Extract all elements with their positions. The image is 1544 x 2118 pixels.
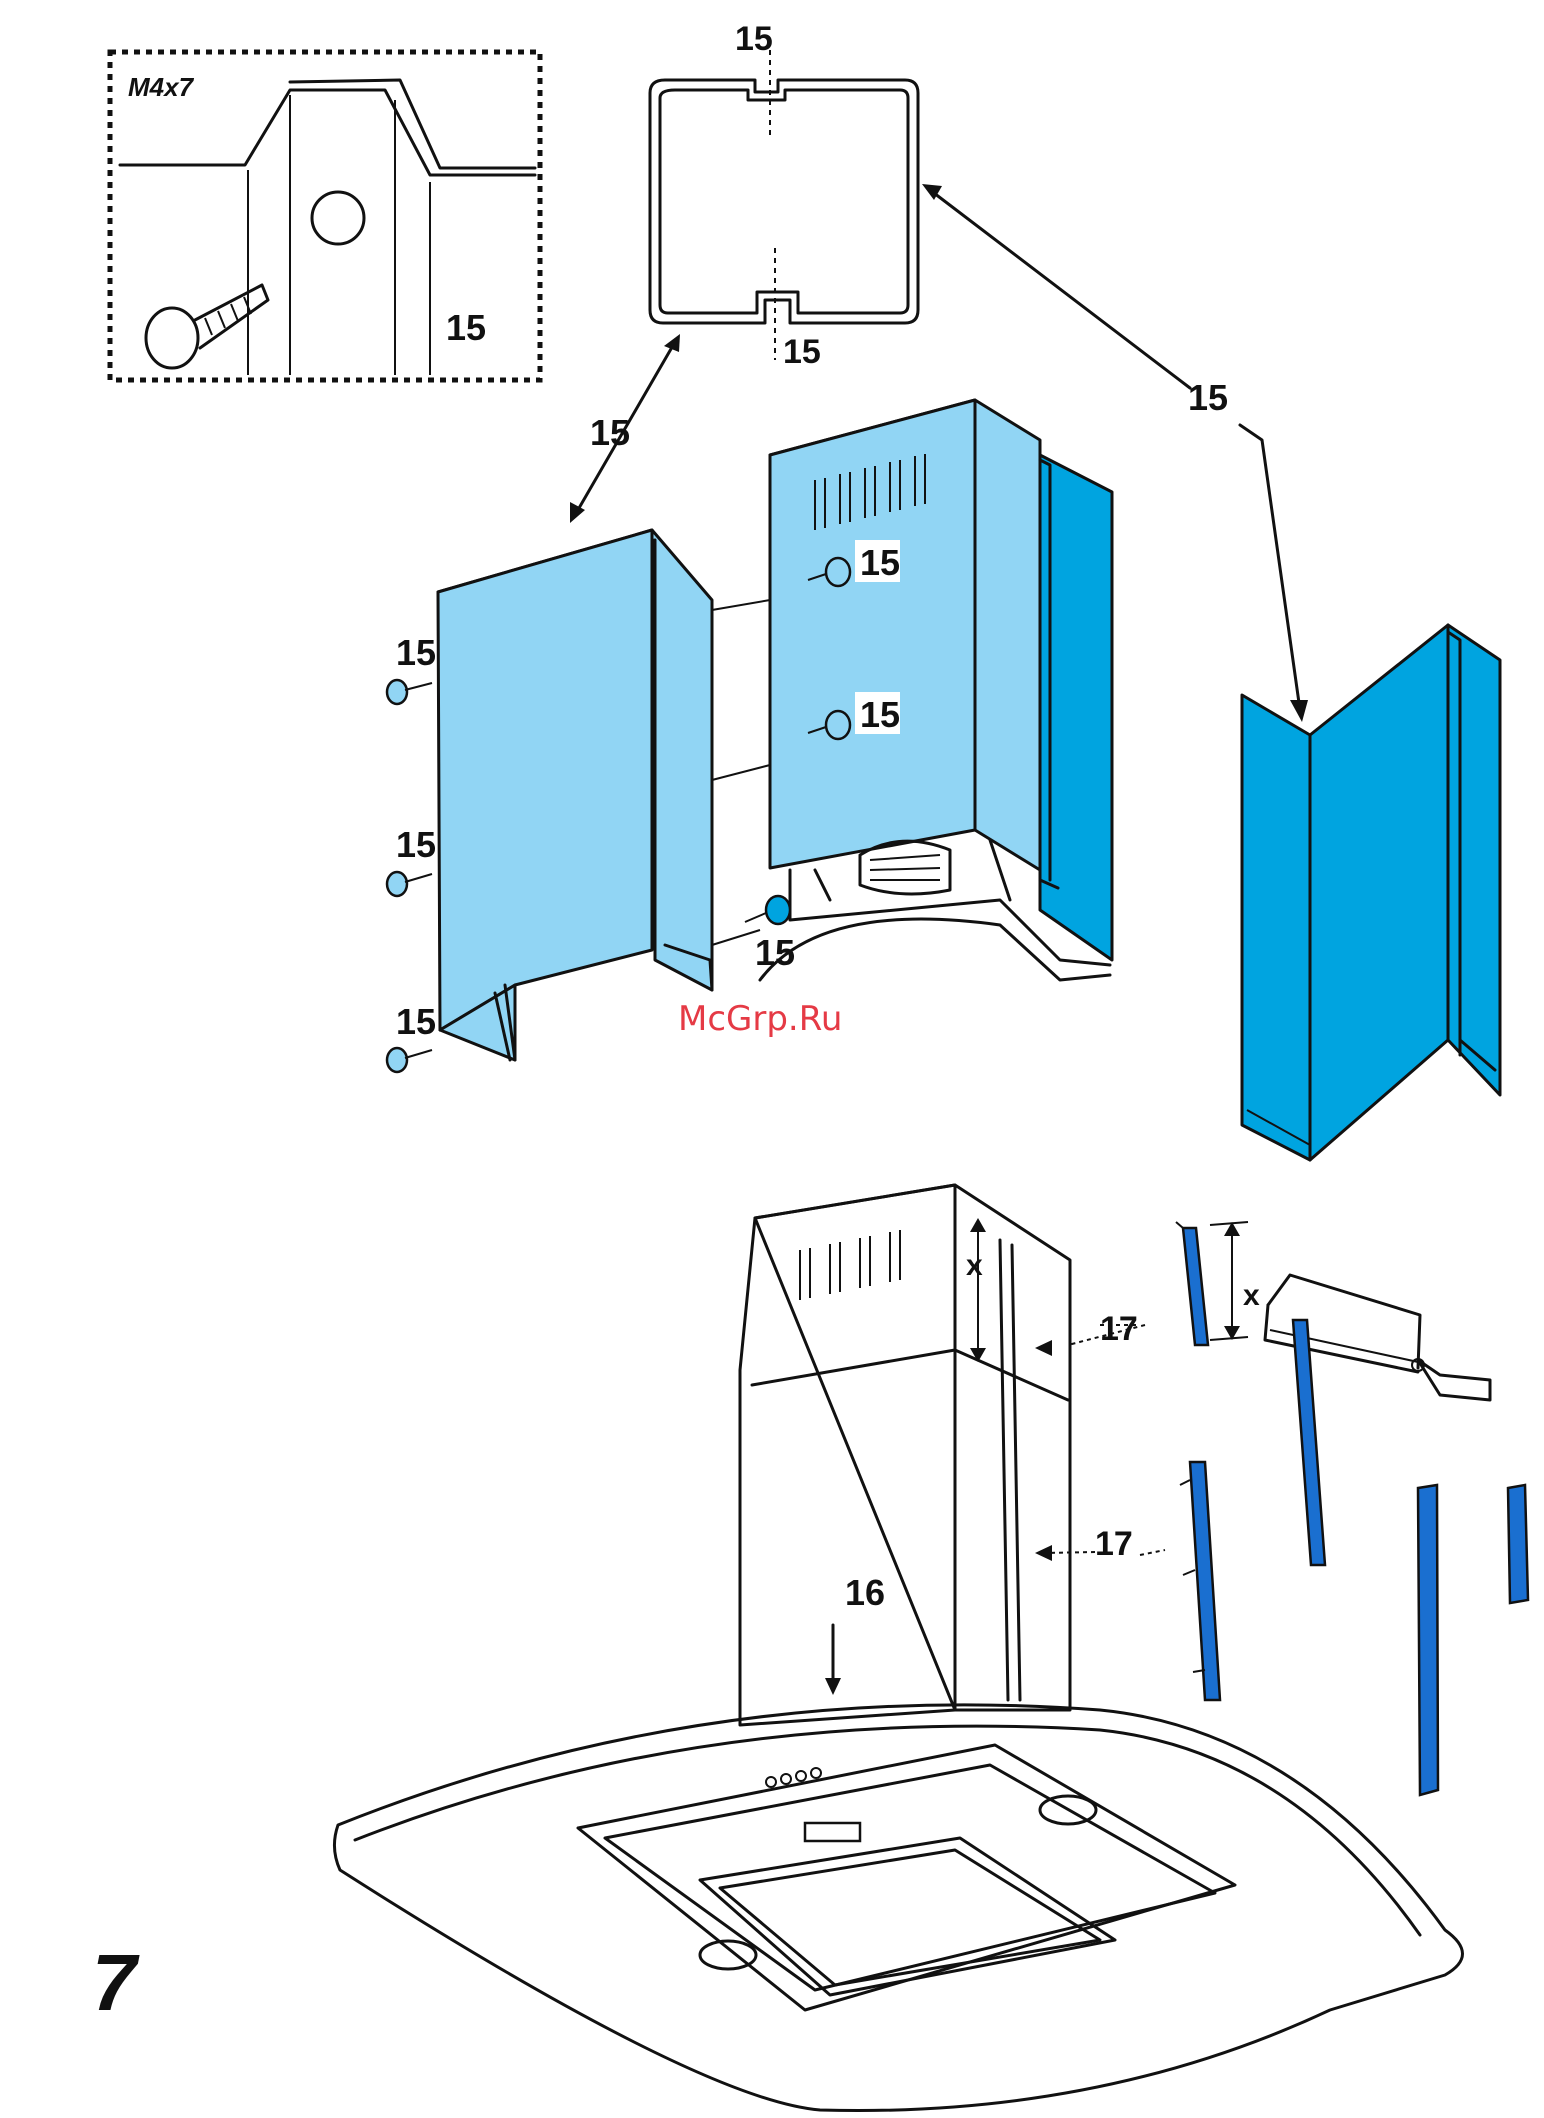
rail-medium [1508, 1485, 1528, 1603]
profile-cross-section: 15 15 [650, 20, 918, 371]
label-17-upper: 17 [1100, 1310, 1138, 1348]
label-15-screw-c: 15 [755, 932, 795, 973]
profile-top-label: 15 [735, 20, 773, 58]
step-number: 7 [92, 1938, 140, 2027]
center-chimney-assembly [760, 400, 1112, 980]
right-chimney-cover [1242, 625, 1500, 1160]
label-16: 16 [845, 1572, 885, 1613]
label-15-left-a: 15 [396, 632, 436, 673]
screw-icon [745, 896, 790, 924]
vent-slots [800, 1230, 900, 1300]
detail-part-label: 15 [446, 307, 486, 348]
rail-long-cut [1293, 1320, 1325, 1565]
rail-long [1418, 1485, 1438, 1795]
screw-icon [387, 1048, 432, 1072]
label-15-upper-arrow: 15 [590, 412, 630, 453]
label-15-screw-a: 15 [860, 542, 900, 583]
screw-icon [387, 872, 432, 896]
screw-detail-box: M4x7 15 [110, 52, 540, 380]
label-x-chimney: x [966, 1249, 983, 1282]
label-15-left-b: 15 [396, 824, 436, 865]
watermark: McGrp.Ru [678, 999, 842, 1039]
label-15-right-arrow: 15 [1188, 377, 1228, 418]
label-15-screw-b: 15 [860, 694, 900, 735]
left-chimney-cover [438, 530, 770, 1060]
rail-with-clips [1180, 1462, 1220, 1700]
label-15-left-c: 15 [396, 1001, 436, 1042]
rail-short [1176, 1222, 1208, 1345]
screw-icon [387, 680, 432, 704]
profile-bottom-label: 15 [783, 333, 821, 371]
label-x-rail: x [1243, 1279, 1260, 1312]
label-17-lower: 17 [1095, 1525, 1133, 1563]
screw-size-label: M4x7 [128, 72, 195, 102]
